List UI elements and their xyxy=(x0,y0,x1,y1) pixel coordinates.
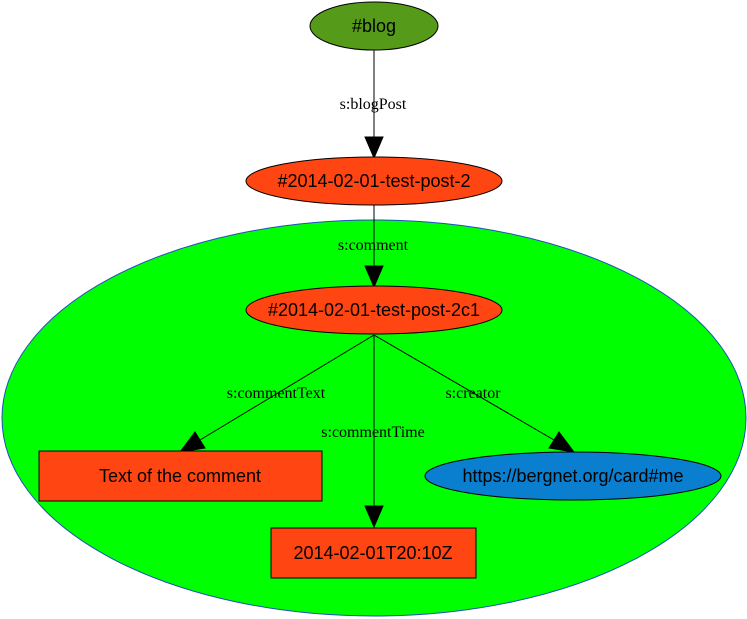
edge-comment xyxy=(364,205,384,289)
edge-label-comment: s:comment xyxy=(338,237,409,254)
edge-blog-post xyxy=(364,50,384,160)
node-comment-time-label: 2014-02-01T20:10Z xyxy=(293,543,452,563)
node-blog-label: #blog xyxy=(352,16,396,36)
edge-comment-text xyxy=(178,334,375,453)
node-creator[interactable]: https://bergnet.org/card#me xyxy=(424,451,722,501)
node-creator-label: https://bergnet.org/card#me xyxy=(462,466,683,486)
node-post[interactable]: #2014-02-01-test-post-2 xyxy=(245,156,503,206)
node-comment-label: #2014-02-01-test-post-2c1 xyxy=(268,300,480,320)
node-comment-text[interactable]: Text of the comment xyxy=(38,450,323,502)
edge-label-comment-text: s:commentText xyxy=(227,385,326,402)
node-comment-text-label: Text of the comment xyxy=(99,466,261,486)
node-post-label: #2014-02-01-test-post-2 xyxy=(277,171,470,191)
edge-label-creator: s:creator xyxy=(445,385,501,402)
node-comment-time[interactable]: 2014-02-01T20:10Z xyxy=(270,527,477,579)
edge-label-blog-post: s:blogPost xyxy=(340,96,407,113)
edge-label-comment-time: s:commentTime xyxy=(321,424,424,441)
edge-comment-time xyxy=(364,335,384,529)
edge-creator xyxy=(373,334,576,453)
node-comment[interactable]: #2014-02-01-test-post-2c1 xyxy=(245,285,503,335)
node-blog[interactable]: #blog xyxy=(309,1,439,51)
